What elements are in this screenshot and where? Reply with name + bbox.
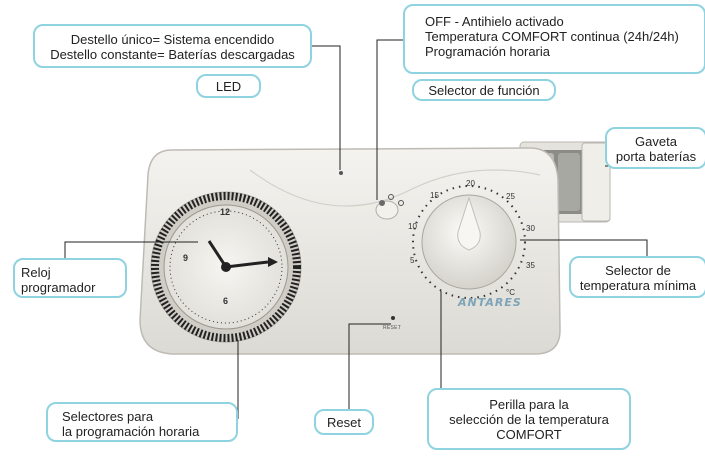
led-description-callout: Destello único= Sistema encendido Destel… [33,24,312,68]
battery-drawer-callout: Gaveta porta baterías [605,127,705,169]
timer-selectors-callout: Selectores para la programación horaria [46,402,238,442]
led-label: LED [215,79,242,94]
comfort-knob-line1: Perilla para la [489,397,569,412]
function-selector[interactable] [375,194,404,220]
led-label-callout: LED [196,74,261,98]
led-indicator [339,171,343,175]
comfort-knob-line3: COMFORT [496,427,562,442]
reset-text: RESET [383,325,402,331]
clock-callout: Reloj programador [13,258,127,298]
function-description-callout: OFF - Antihielo activado Temperatura COM… [403,4,705,74]
function-option-comfort: Temperatura COMFORT continua (24h/24h) [425,29,679,44]
function-option-off: OFF - Antihielo activado [425,14,564,29]
scale-35: 35 [526,261,535,270]
led-description-line2: Destello constante= Baterías descargadas [50,47,295,62]
function-selector-callout: Selector de función [412,79,556,101]
comfort-knob[interactable] [412,185,526,299]
reset-label: Reset [327,415,361,430]
clock-label-line2: programador [21,280,96,295]
battery-drawer-line2: porta baterías [615,149,697,164]
function-selector-label: Selector de función [428,83,540,98]
led-description-line1: Destello único= Sistema encendido [70,32,275,47]
programmer-clock[interactable] [150,191,302,343]
clock-6: 6 [223,296,229,306]
scale-10: 10 [408,222,417,231]
clock-9: 9 [183,253,189,263]
scale-15: 15 [430,191,439,200]
scale-25: 25 [506,192,515,201]
reset-callout: Reset [314,409,374,435]
timer-selectors-line1: Selectores para [62,409,154,424]
min-temp-line1: Selector de [605,263,671,278]
scale-unit: °C [506,288,515,297]
comfort-knob-callout: Perilla para la selección de la temperat… [427,388,631,450]
scale-20: 20 [466,179,475,188]
battery-drawer-line1: Gaveta [635,134,677,149]
clock-12: 12 [220,207,231,217]
reset-button [391,316,395,320]
function-option-schedule: Programación horaria [425,44,551,59]
timer-selectors-line2: la programación horaria [62,424,200,439]
min-temp-callout: Selector de temperatura mínima [569,256,705,298]
scale-30: 30 [526,224,535,233]
clock-label-line1: Reloj [21,265,51,280]
comfort-knob-line2: selección de la temperatura [449,412,609,427]
min-temp-line2: temperatura mínima [579,278,697,293]
brand-logo: ANTARES [458,296,522,309]
scale-5: 5 [410,256,415,265]
